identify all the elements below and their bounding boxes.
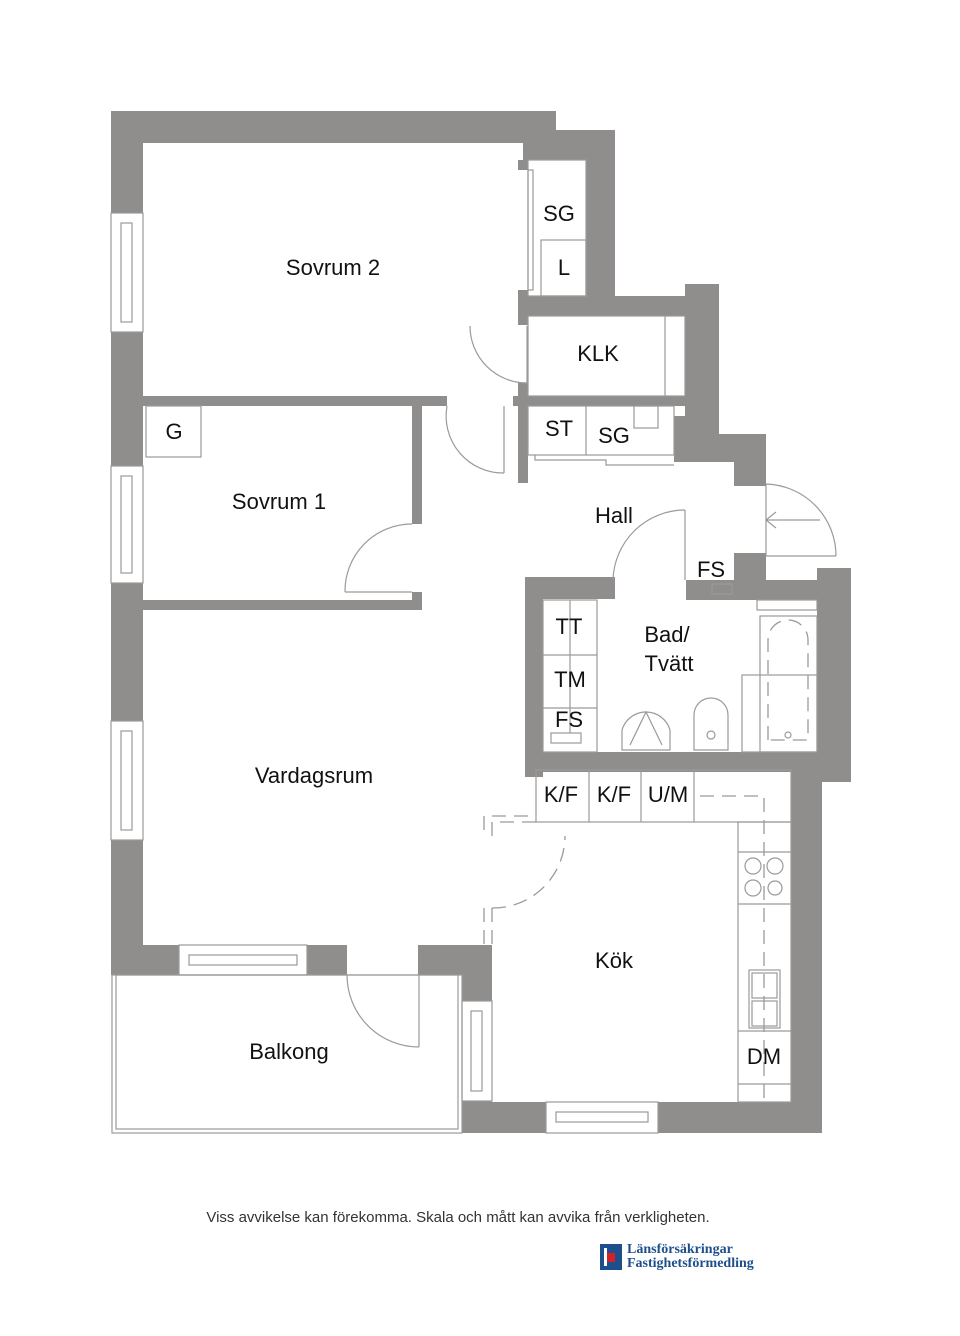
label-st: ST	[545, 416, 573, 441]
bathroom-fixtures	[542, 583, 818, 753]
label-fs-bath: FS	[555, 707, 583, 732]
label-sg-closet: SG	[543, 201, 575, 226]
label-tt: TT	[556, 614, 583, 639]
label-kf-1: K/F	[544, 782, 578, 807]
label-tvatt: Tvätt	[645, 651, 694, 676]
label-dm: DM	[747, 1044, 781, 1069]
label-fs-hall: FS	[697, 557, 725, 582]
logo-line1: Länsförsäkringar	[627, 1242, 733, 1257]
label-kok: Kök	[595, 948, 634, 973]
doors	[344, 325, 837, 1048]
walls	[111, 111, 851, 1133]
label-sovrum1: Sovrum 1	[232, 489, 326, 514]
label-sovrum2: Sovrum 2	[286, 255, 380, 280]
logo-text: Länsförsäkringar Fastighetsförmedling	[627, 1243, 754, 1271]
label-kf-2: K/F	[597, 782, 631, 807]
label-l: L	[558, 255, 570, 280]
fixture-labels: SG L G ST SG FS TT TM FS K/F K/F U/M DM	[165, 201, 781, 1069]
label-g: G	[165, 419, 182, 444]
room-labels: Sovrum 2 Sovrum 1 Vardagsrum Balkong Kök…	[232, 255, 694, 1064]
disclaimer-text: Viss avvikelse kan förekomma. Skala och …	[206, 1209, 710, 1226]
label-klk: KLK	[577, 341, 619, 366]
logo-line2: Fastighetsförmedling	[627, 1256, 754, 1271]
label-tm: TM	[554, 667, 586, 692]
label-bad: Bad/	[644, 622, 690, 647]
company-logo: Länsförsäkringar Fastighetsförmedling	[600, 1243, 754, 1271]
label-sg-hall: SG	[598, 423, 630, 448]
label-vardagsrum: Vardagsrum	[255, 763, 373, 788]
kitchen-fixtures	[535, 769, 792, 1103]
label-balkong: Balkong	[249, 1039, 329, 1064]
closet-lines	[145, 159, 686, 466]
label-um: U/M	[648, 782, 688, 807]
label-hall: Hall	[595, 503, 633, 528]
logo-mark-icon	[600, 1244, 622, 1270]
